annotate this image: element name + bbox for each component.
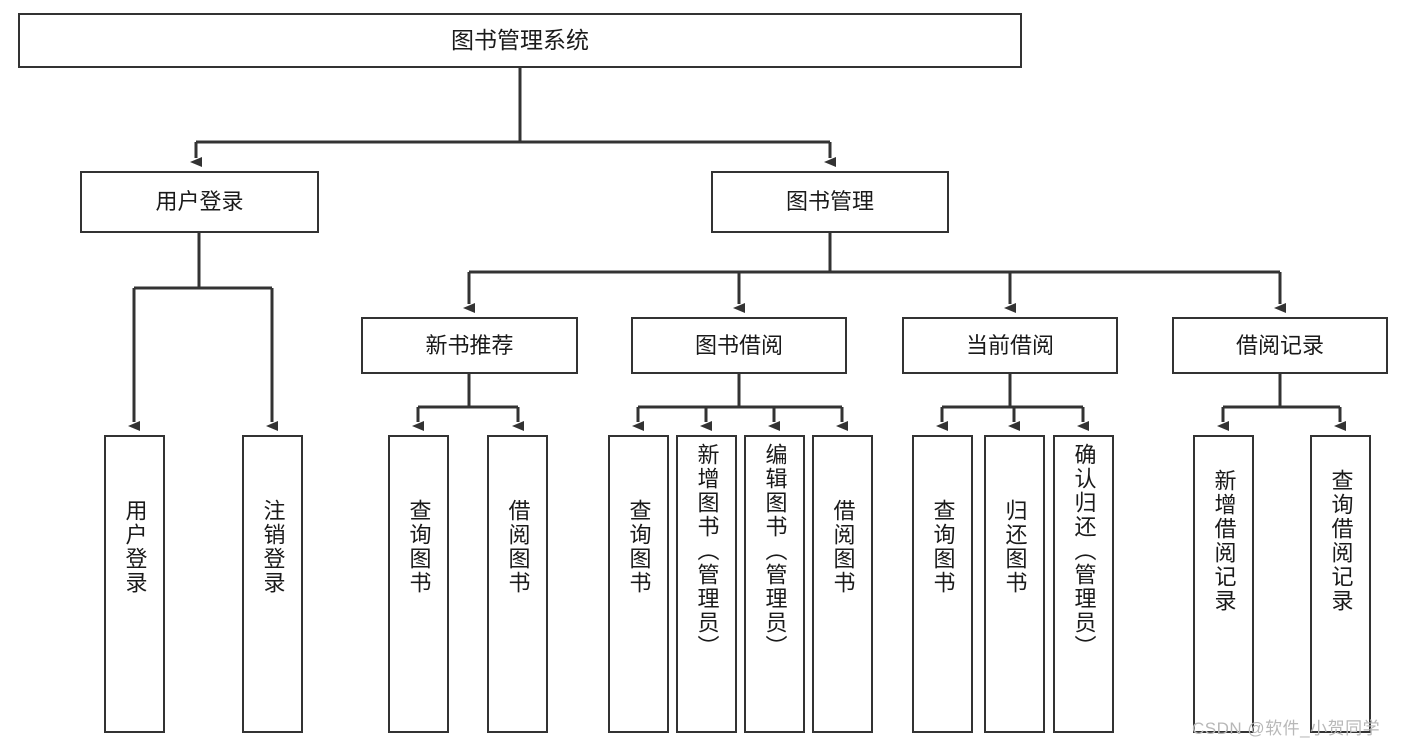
node-leaf-edit-book[interactable]: 编辑图书（管理员） [744, 435, 805, 733]
node-leaf-borrow-book-1[interactable]: 借阅图书 [487, 435, 548, 733]
node-leaf-add-record[interactable]: 新增借阅记录 [1193, 435, 1254, 733]
node-leaf-user-logout[interactable]: 注销登录 [242, 435, 303, 733]
node-leaf-borrow-book-2[interactable]: 借阅图书 [812, 435, 873, 733]
node-leaf-edit-book-label: 编辑图书（管理员） [762, 443, 788, 659]
node-book-manage-label: 图书管理 [785, 189, 874, 215]
node-book-borrow-label: 图书借阅 [694, 332, 783, 358]
node-leaf-query-book-1-label: 查询图书 [406, 499, 432, 595]
node-book-manage[interactable]: 图书管理 [711, 171, 949, 233]
node-root[interactable]: 图书管理系统 [18, 13, 1022, 68]
node-leaf-query-book-2-label: 查询图书 [626, 499, 652, 595]
node-leaf-add-book-label: 新增图书（管理员） [694, 443, 720, 659]
node-leaf-user-login[interactable]: 用户登录 [104, 435, 165, 733]
node-leaf-query-record-label: 查询借阅记录 [1328, 469, 1354, 613]
node-leaf-borrow-book-2-label: 借阅图书 [830, 499, 856, 595]
node-leaf-return-book[interactable]: 归还图书 [984, 435, 1045, 733]
node-current-borrow[interactable]: 当前借阅 [902, 317, 1118, 374]
node-user-login-label: 用户登录 [155, 189, 244, 215]
node-borrow-record-label: 借阅记录 [1235, 332, 1324, 358]
node-book-borrow[interactable]: 图书借阅 [631, 317, 847, 374]
node-leaf-user-logout-label: 注销登录 [260, 499, 286, 595]
node-leaf-borrow-book-1-label: 借阅图书 [505, 499, 531, 595]
node-leaf-add-record-label: 新增借阅记录 [1211, 469, 1237, 613]
node-leaf-confirm-return[interactable]: 确认归还（管理员） [1053, 435, 1114, 733]
node-borrow-record[interactable]: 借阅记录 [1172, 317, 1388, 374]
node-leaf-confirm-return-label: 确认归还（管理员） [1071, 443, 1097, 659]
node-leaf-query-book-3[interactable]: 查询图书 [912, 435, 973, 733]
node-leaf-query-book-2[interactable]: 查询图书 [608, 435, 669, 733]
node-leaf-query-record[interactable]: 查询借阅记录 [1310, 435, 1371, 733]
node-new-book-recommend[interactable]: 新书推荐 [361, 317, 578, 374]
node-leaf-query-book-3-label: 查询图书 [930, 499, 956, 595]
node-current-borrow-label: 当前借阅 [965, 332, 1054, 358]
node-user-login[interactable]: 用户登录 [80, 171, 319, 233]
node-leaf-return-book-label: 归还图书 [1002, 499, 1028, 595]
node-root-label: 图书管理系统 [451, 27, 589, 54]
node-new-book-recommend-label: 新书推荐 [425, 332, 514, 358]
node-leaf-add-book[interactable]: 新增图书（管理员） [676, 435, 737, 733]
node-leaf-user-login-label: 用户登录 [122, 499, 148, 595]
node-leaf-query-book-1[interactable]: 查询图书 [388, 435, 449, 733]
